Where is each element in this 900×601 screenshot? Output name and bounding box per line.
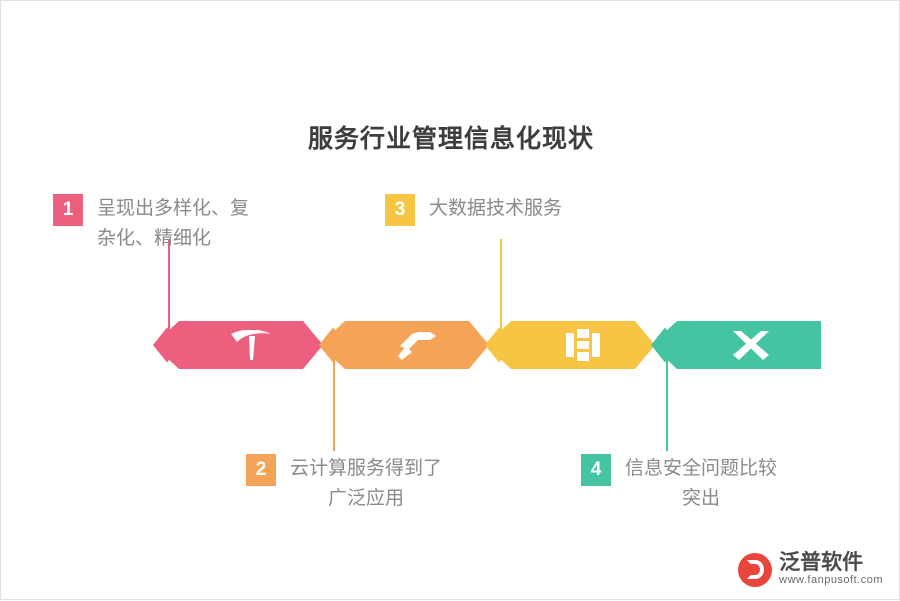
step-label-4: 4 信息安全问题比较 突出 [581, 454, 777, 514]
step-number-4: 4 [581, 454, 611, 486]
ribbon-diamond-2 [319, 327, 347, 363]
pickaxe-icon [231, 330, 271, 360]
arrow-ribbon [151, 321, 821, 369]
connector-line-2 [333, 359, 335, 451]
step-text-3: 大数据技术服务 [429, 198, 563, 219]
connector-line-1 [168, 239, 170, 331]
fanpu-logo-icon [738, 553, 773, 587]
step-number-3: 3 [385, 194, 415, 226]
step-label-3: 3 大数据技术服务 [385, 194, 562, 226]
step-text-2: 云计算服务得到了 广泛应用 [290, 458, 443, 509]
step-text-1: 呈现出多样化、复 杂化、精细化 [97, 198, 250, 249]
page-title: 服务行业管理信息化现状 [307, 125, 594, 153]
ruler-icon [566, 329, 600, 361]
ribbon-diamond-3 [485, 327, 513, 363]
step-label-1: 1 呈现出多样化、复 杂化、精细化 [53, 194, 249, 254]
watermark-brand: 泛普软件 [779, 551, 864, 574]
ribbon-diamond-4 [651, 327, 679, 363]
connector-line-3 [500, 239, 502, 331]
step-number-1: 1 [53, 194, 83, 226]
step-label-2: 2 云计算服务得到了 广泛应用 [246, 454, 442, 514]
ribbon-segment-4 [651, 321, 821, 369]
step-text-4: 信息安全问题比较 突出 [625, 458, 778, 509]
step-number-2: 2 [246, 454, 276, 486]
ribbon-segment-1 [153, 321, 323, 369]
watermark-url: www.fanpusoft.com [779, 574, 883, 586]
ribbon-diamond-1 [153, 327, 181, 363]
crossed-tools-icon [733, 331, 769, 360]
connector-line-4 [666, 359, 668, 451]
watermark: 泛普软件 www.fanpusoft.com [738, 551, 883, 587]
hammer-icon [398, 332, 436, 360]
